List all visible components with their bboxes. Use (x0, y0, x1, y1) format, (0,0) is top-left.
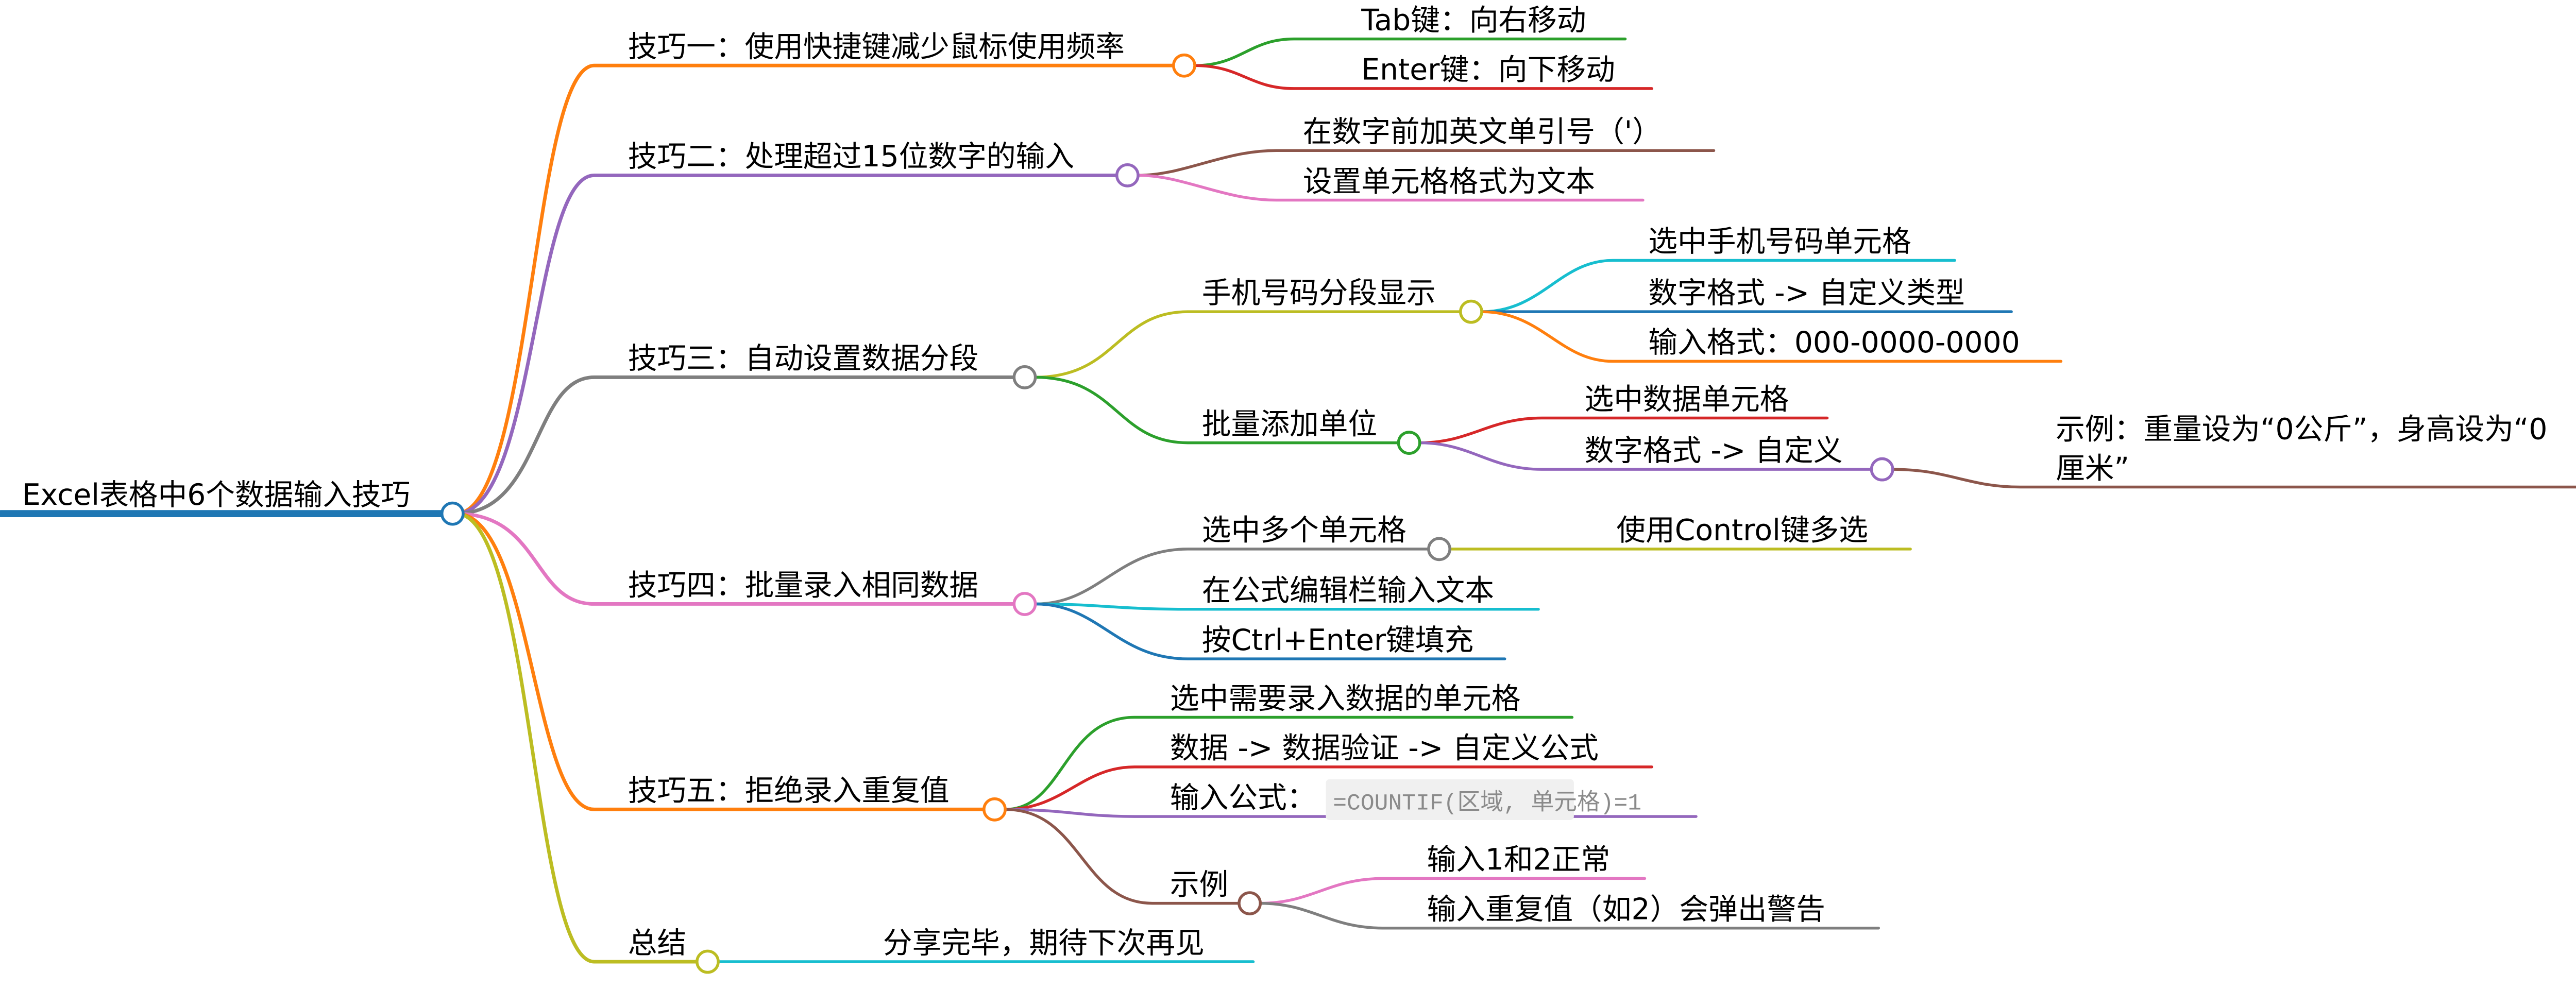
tip4-collapse-toggle[interactable] (1012, 592, 1037, 616)
edge (1418, 416, 1829, 445)
edge-tip5 (454, 511, 986, 811)
custom-format-collapse-toggle[interactable] (1870, 457, 1894, 482)
summary-label[interactable]: 总结 (628, 926, 686, 960)
edge (1004, 808, 1698, 818)
edge-tip1 (454, 63, 1176, 516)
tip1-child-enter[interactable]: Enter键：向下移动 (1361, 53, 1615, 87)
edge (1004, 715, 1574, 811)
edge-tip3 (454, 375, 1016, 516)
edge-tip4 (454, 511, 1016, 606)
tip1-label[interactable]: 技巧一：使用快捷键减少鼠标使用频率 (628, 30, 1125, 64)
edge (1418, 441, 1873, 471)
edge (1033, 376, 1400, 445)
phone-child-select[interactable]: 选中手机号码单元格 (1648, 225, 1911, 259)
edge (1891, 468, 2576, 489)
tip3-label[interactable]: 技巧三：自动设置数据分段 (628, 342, 979, 376)
phone-child-format[interactable]: 数字格式 -> 自定义类型 (1648, 276, 1965, 310)
edge (1033, 548, 1430, 606)
example-normal[interactable]: 输入1和2正常 (1427, 843, 1610, 877)
tip4-child-select-multiple[interactable]: 选中多个单元格 (1202, 514, 1406, 548)
tip2-child-text-format[interactable]: 设置单元格格式为文本 (1303, 164, 1595, 198)
tip5-label[interactable]: 技巧五：拒绝录入重复值 (628, 774, 950, 808)
select-multiple-collapse-toggle[interactable] (1427, 537, 1451, 561)
edge (1480, 259, 1956, 313)
edge-summary (454, 511, 699, 964)
tip2-child-quote[interactable]: 在数字前加英文单引号（'） (1303, 115, 1662, 149)
tip5-child-formula-label[interactable]: 输入公式： (1170, 781, 1316, 815)
example-weight-height-line2[interactable]: 厘米” (2056, 451, 2129, 485)
tip5-child-validation[interactable]: 数据 -> 数据验证 -> 自定义公式 (1170, 731, 1599, 765)
formula-code[interactable]: =COUNTIF(区域, 单元格)=1 (1333, 790, 1641, 816)
tip5-collapse-toggle[interactable] (982, 797, 1007, 822)
tip4-label[interactable]: 技巧四：批量录入相同数据 (628, 568, 979, 602)
edge-tip2 (454, 173, 1119, 516)
batch-unit-collapse-toggle[interactable] (1397, 431, 1421, 455)
example-warning[interactable]: 输入重复值（如2）会弹出警告 (1427, 893, 1825, 927)
edge (1004, 765, 1653, 811)
edge (1480, 310, 2063, 363)
tip5-child-example[interactable]: 示例 (1170, 867, 1228, 901)
root-edges (454, 63, 1176, 964)
edge (1033, 602, 1506, 660)
tip2-label[interactable]: 技巧二：处理超过15位数字的输入 (628, 140, 1074, 174)
phone-child-input[interactable]: 输入格式：000-0000-0000 (1648, 326, 2020, 360)
example-collapse-toggle[interactable] (1238, 891, 1262, 915)
tip1-child-tab[interactable]: Tab键：向右移动 (1361, 3, 1586, 37)
unit-child-select[interactable]: 选中数据单元格 (1584, 382, 1789, 416)
unit-child-format[interactable]: 数字格式 -> 自定义 (1584, 434, 1842, 468)
edge (1137, 174, 1645, 202)
edge (1033, 602, 1540, 611)
control-multi-select[interactable]: 使用Control键多选 (1616, 514, 1868, 548)
tip1-collapse-toggle[interactable] (1172, 53, 1196, 78)
edge (1259, 877, 1647, 905)
phone-segment-collapse-toggle[interactable] (1459, 299, 1483, 324)
root-collapse-toggle[interactable] (440, 501, 465, 526)
tip4-child-formula-bar[interactable]: 在公式编辑栏输入文本 (1202, 574, 1494, 608)
edge (1033, 310, 1462, 379)
edge (1259, 901, 1880, 930)
edge (1193, 64, 1653, 90)
tip2-collapse-toggle[interactable] (1115, 163, 1140, 187)
tip5-child-select[interactable]: 选中需要录入数据的单元格 (1170, 681, 1521, 715)
edge (1004, 808, 1241, 905)
batch-unit-label[interactable]: 批量添加单位 (1202, 407, 1377, 441)
example-weight-height-line1[interactable]: 示例：重量设为“0公斤”，身高设为“0 (2056, 413, 2547, 447)
summary-child-farewell[interactable]: 分享完毕，期待下次再见 (883, 926, 1205, 960)
root-label[interactable]: Excel表格中6个数据输入技巧 (22, 478, 411, 512)
tip3-collapse-toggle[interactable] (1012, 365, 1037, 389)
phone-segment-label[interactable]: 手机号码分段显示 (1202, 276, 1436, 310)
edge (1193, 37, 1627, 67)
tip4-child-ctrl-enter[interactable]: 按Ctrl+Enter键填充 (1202, 623, 1474, 657)
formula-code-box (1326, 779, 1574, 820)
summary-collapse-toggle[interactable] (696, 949, 720, 974)
edge (1137, 149, 1716, 177)
